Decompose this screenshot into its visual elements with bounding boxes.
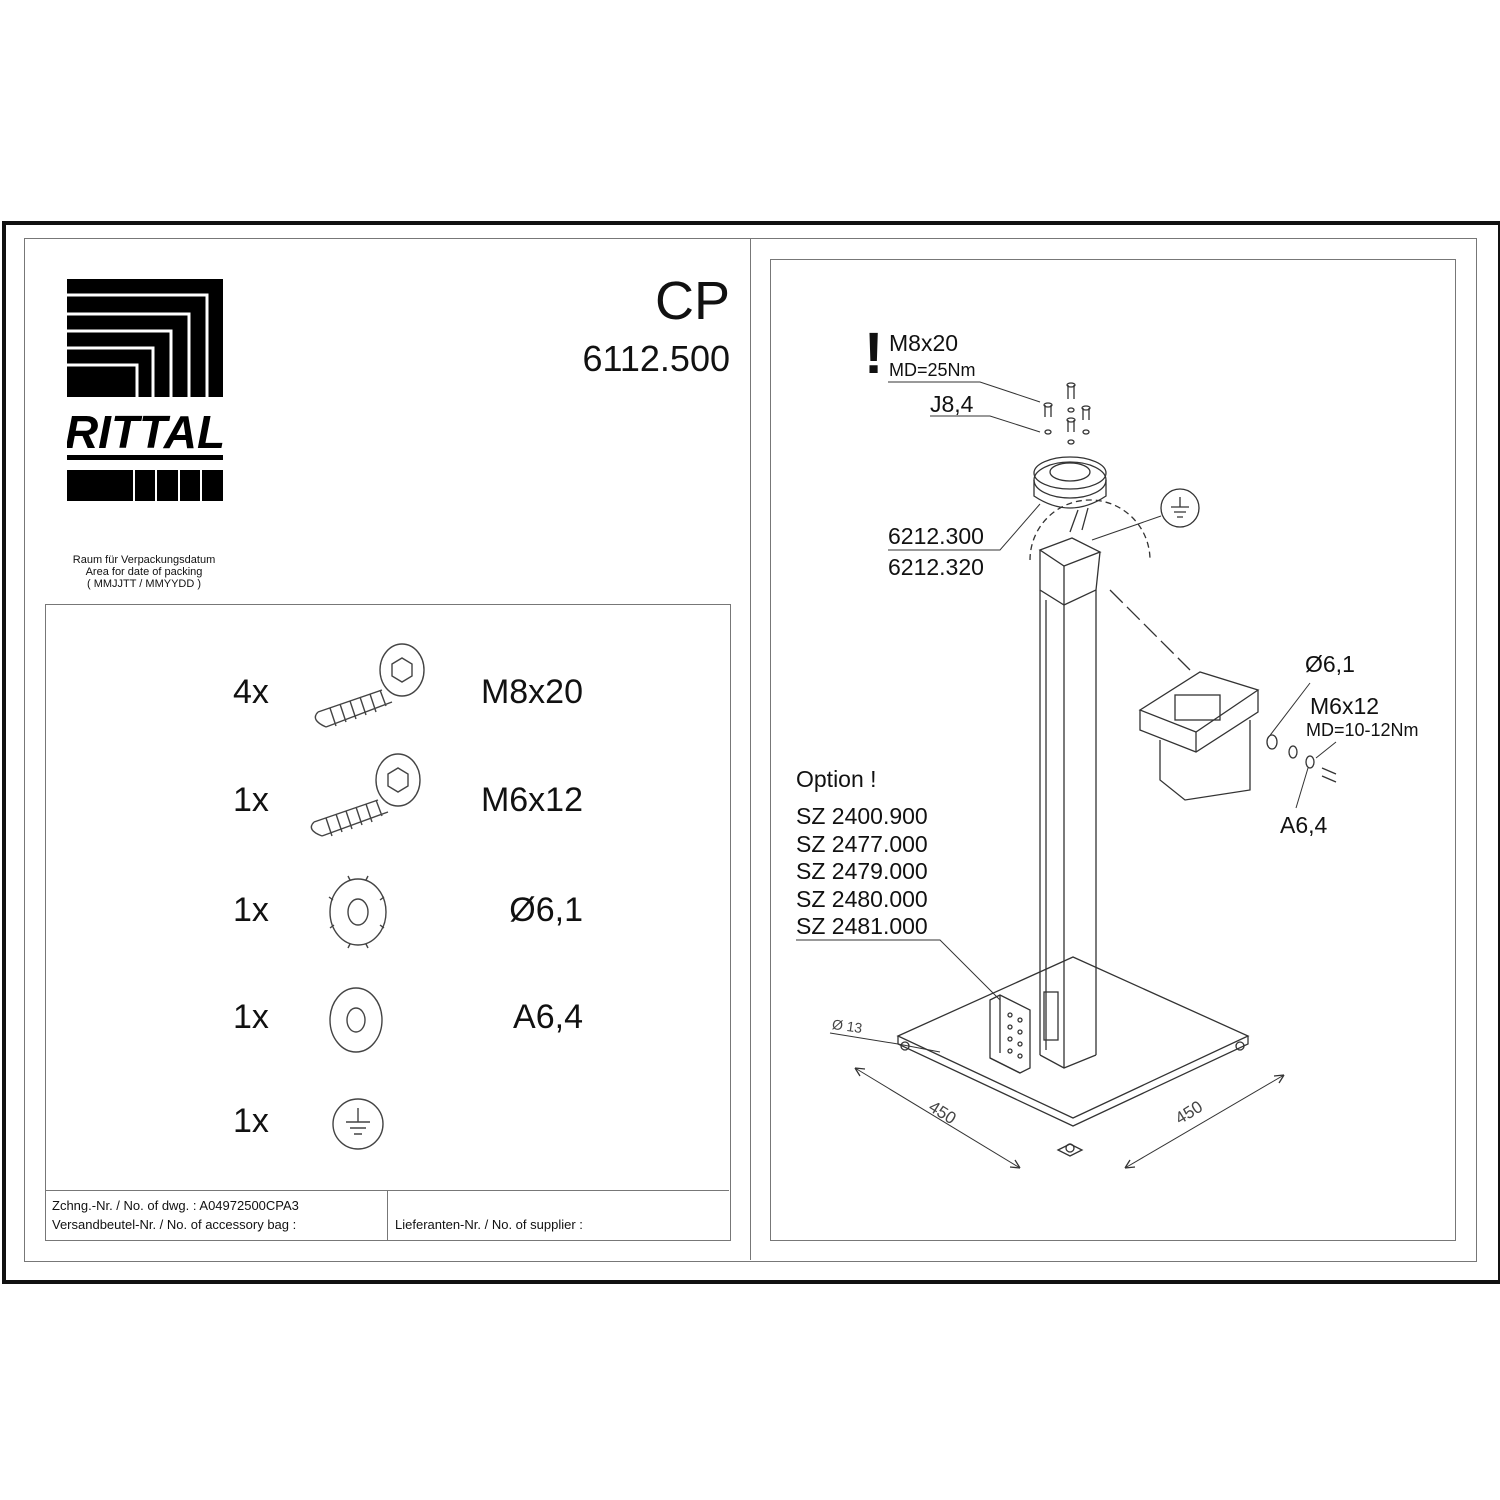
assembly-view-box <box>770 259 1456 1241</box>
part-qty: 1x <box>233 891 269 929</box>
drawing-sheet-frame <box>2 221 1500 1284</box>
detail-bracket <box>1138 671 1260 801</box>
flange-number-b: 6212.320 <box>888 554 984 580</box>
option-item: SZ 2481.000 <box>796 913 928 939</box>
part-qty: 4x <box>233 673 269 711</box>
part-label: M6x12 <box>480 781 583 819</box>
drawing-number: Zchng.-Nr. / No. of dwg. : A04972500CPA3 <box>52 1198 299 1213</box>
terminal-block <box>989 994 1031 1074</box>
part-label: A6,4 <box>513 998 583 1036</box>
part-label: M8x20 <box>480 673 583 711</box>
part-label: Ø6,1 <box>509 891 583 929</box>
top-screws <box>1043 382 1091 445</box>
washer-label-top: J8,4 <box>930 391 974 417</box>
detail-washer-label: Ø6,1 <box>1305 651 1355 677</box>
detail-torque-label: MD=10-12Nm <box>1306 720 1419 740</box>
detail-screw-label: M6x12 <box>1310 693 1380 719</box>
option-title: Option ! <box>796 766 877 792</box>
brand-text: RITTAL <box>67 406 225 458</box>
packing-label-de: Raum für Verpackungsdatum <box>72 554 216 566</box>
option-item: SZ 2400.900 <box>796 803 928 829</box>
detail-flat-washer-label: A6,4 <box>1280 812 1328 838</box>
option-item: SZ 2480.000 <box>796 885 928 912</box>
column <box>1039 590 1097 1068</box>
flange <box>1033 456 1107 533</box>
product-code: CP <box>654 271 730 331</box>
packing-label-en: Area for date of packing <box>85 566 203 578</box>
screw-label-top: M8x20 <box>889 330 959 356</box>
earth-symbol-icon <box>1160 488 1200 528</box>
base-plate <box>896 956 1250 1119</box>
part-qty: 1x <box>233 1102 269 1140</box>
part-qty: 1x <box>233 781 269 819</box>
option-item: SZ 2479.000 <box>796 858 928 884</box>
center-divider <box>750 238 751 1260</box>
warning-mark: ! <box>864 321 884 386</box>
supplier-number: Lieferanten-Nr. / No. of supplier : <box>395 1217 583 1232</box>
packing-date-area: Raum für Verpackungsdatum Area for date … <box>44 554 244 590</box>
part-qty: 1x <box>233 998 269 1036</box>
article-number: 6112.500 <box>582 338 730 379</box>
accessory-bag-number: Versandbeutel-Nr. / No. of accessory bag… <box>52 1217 297 1232</box>
option-item: SZ 2477.000 <box>796 830 928 857</box>
flange-number-a: 6212.300 <box>888 523 984 549</box>
torque-label-top: MD=25Nm <box>889 360 976 380</box>
footer-column-divider <box>387 1190 388 1240</box>
option-list: SZ 2400.900 SZ 2477.000 SZ 2479.000 SZ 2… <box>796 803 928 941</box>
parts-list-box <box>45 604 731 1241</box>
packing-label-format: ( MMJJTT / MMYYDD ) <box>86 578 202 590</box>
rittal-logo: RITTAL <box>65 279 225 501</box>
